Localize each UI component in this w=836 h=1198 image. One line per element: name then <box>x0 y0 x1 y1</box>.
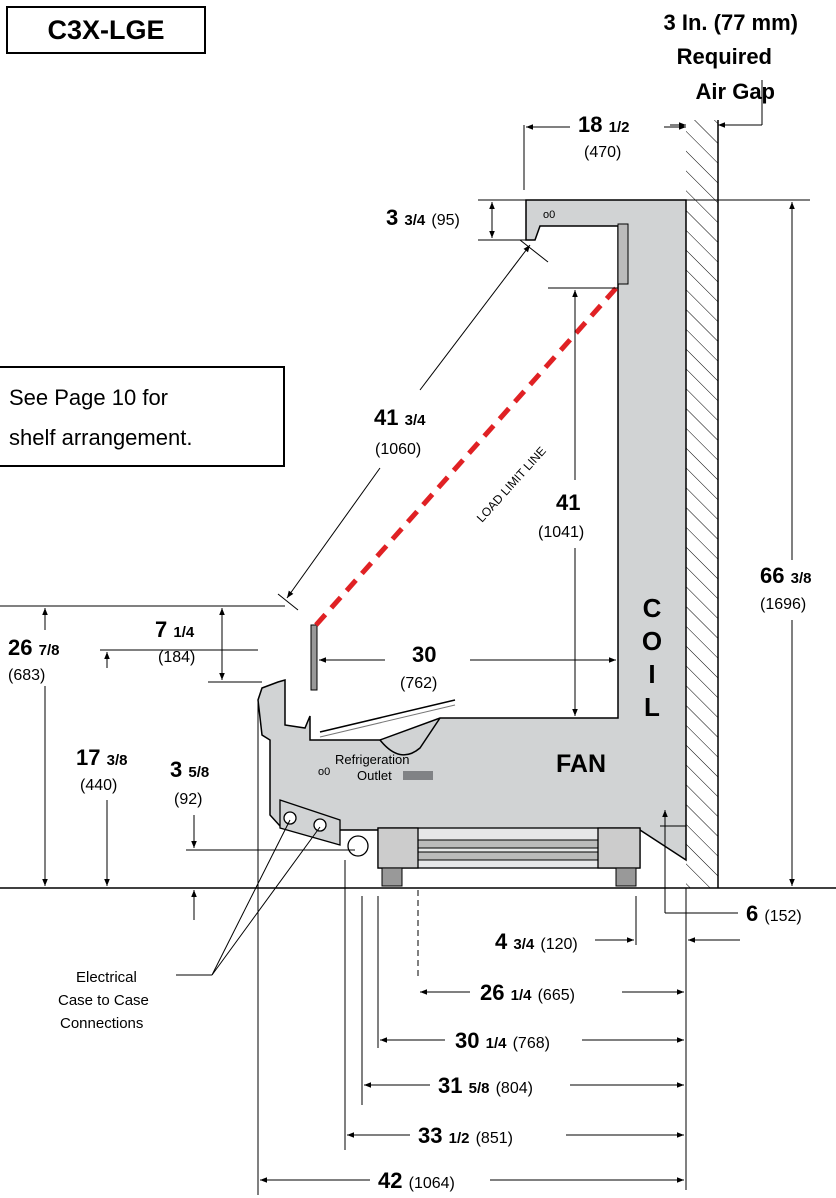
bumper-height-mm: (440) <box>80 777 117 794</box>
coil-letter-o: O <box>642 626 662 656</box>
top-depth-mm: (470) <box>584 144 621 161</box>
case-body <box>257 199 687 862</box>
leg-depth-label: 30 1/4 (768) <box>455 1028 550 1053</box>
model-label: C3X-LGE <box>47 14 165 45</box>
pin-icon-canopy: o0 <box>543 209 555 221</box>
overall-depth-label: 42 (1064) <box>378 1168 455 1193</box>
electrical-leader-1 <box>211 819 291 976</box>
air-gap-line3: Air Gap <box>696 79 775 104</box>
refrigeration-outlet-marker <box>403 771 433 780</box>
interior-depth-mm: (762) <box>400 675 437 692</box>
rear-leg <box>597 827 641 869</box>
shelf-note-line2: shelf arrangement. <box>9 425 193 450</box>
shelf-note-line1: See Page 10 for <box>9 385 169 410</box>
drain-pipe-icon <box>347 835 369 857</box>
overall-height-mm: (1696) <box>760 596 806 613</box>
load-limit-label: LOAD LIMIT LINE <box>474 444 549 525</box>
electrical-leader-2 <box>211 826 321 976</box>
electrical-box <box>279 799 341 846</box>
front-leg <box>377 827 419 869</box>
shelf-note-box: See Page 10 for shelf arrangement. <box>0 366 285 467</box>
leg-height-label: 6 (152) <box>746 901 802 926</box>
electrical-connector-1-icon <box>283 811 297 825</box>
outlet-depth-label: 26 1/4 (665) <box>480 980 575 1005</box>
rear-wall-hatch <box>686 120 718 888</box>
rear-foot <box>615 867 637 887</box>
pin-icon-base: o0 <box>318 766 330 778</box>
canopy-light <box>617 223 629 285</box>
raceway-depth-label: 33 1/2 (851) <box>418 1123 513 1148</box>
coil-letter-l: L <box>644 692 660 722</box>
interior-height-mm: (1041) <box>538 524 584 541</box>
refrigeration-outlet-line1: Refrigeration <box>335 752 409 767</box>
base-height-label: 3 5/8 <box>170 757 209 782</box>
front-rail <box>310 624 318 691</box>
coil-label: C O I L <box>642 593 662 722</box>
diagonal-mm: (1060) <box>375 441 421 458</box>
front-height-label: 26 7/8 <box>8 635 59 660</box>
base-depth-label: 31 5/8 (804) <box>438 1073 533 1098</box>
front-lip-mm: (184) <box>158 649 195 666</box>
front-lip-label: 7 1/4 <box>155 617 195 642</box>
refrigeration-outlet-line2: Outlet <box>357 768 392 783</box>
diagonal-label: 41 3/4 <box>374 405 426 430</box>
base-rail-bottom <box>417 851 599 861</box>
electrical-connector-2-icon <box>313 818 327 832</box>
air-gap-line1: 3 In. (77 mm) <box>664 10 798 35</box>
rear-leg-label: 4 3/4 (120) <box>495 929 578 954</box>
base-rail-top <box>417 839 599 849</box>
electrical-note-line3: Connections <box>60 1015 143 1032</box>
coil-letter-i: I <box>648 659 655 689</box>
deck-pan-2 <box>319 704 456 738</box>
top-depth-label: 18 1/2 <box>578 112 629 137</box>
diagonal-tick-top <box>519 239 549 263</box>
front-height-mm: (683) <box>8 667 45 684</box>
case-wave <box>379 717 441 756</box>
load-limit-line <box>314 284 620 627</box>
canopy-height-label: 3 3/4 (95) <box>386 205 460 230</box>
electrical-note-line1: Electrical <box>76 969 137 986</box>
front-foot <box>381 867 403 887</box>
air-gap-line2: Required <box>677 44 772 69</box>
electrical-note-line2: Case to Case <box>58 992 149 1009</box>
diagonal-dim-lower <box>286 467 381 599</box>
diagonal-dim-upper <box>419 244 531 391</box>
model-label-box: C3X-LGE <box>6 6 206 54</box>
base-height-mm: (92) <box>174 791 202 808</box>
interior-depth-label: 30 <box>412 642 436 667</box>
diagonal-tick-bottom <box>277 593 299 611</box>
bumper-height-label: 17 3/8 <box>76 745 127 770</box>
deck-pan <box>319 699 456 733</box>
interior-height-label: 41 <box>556 490 580 515</box>
overall-height-label: 66 3/8 <box>760 563 811 588</box>
coil-letter-c: C <box>643 593 662 623</box>
fan-label: FAN <box>556 750 606 778</box>
air-gap-label: 3 In. (77 mm) Required Air Gap <box>664 10 798 104</box>
